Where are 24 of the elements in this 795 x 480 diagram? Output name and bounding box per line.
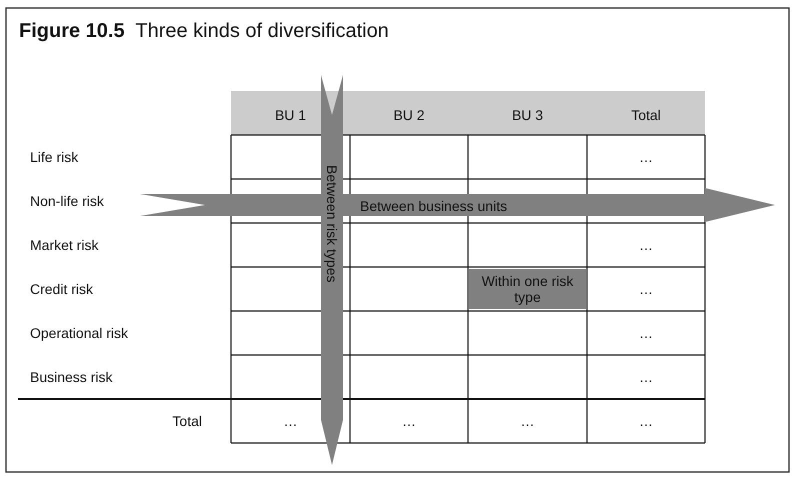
column-header: BU 1 — [274, 106, 308, 125]
column-header: Total — [630, 106, 662, 125]
table-cell-value: … — [282, 412, 298, 431]
table-cell-value: … — [638, 412, 654, 431]
highlighted-cell: Within one risk type — [469, 269, 586, 309]
table-cell-value: … — [520, 412, 536, 431]
column-header: BU 2 — [392, 106, 426, 125]
table-cell-value: … — [638, 280, 654, 299]
column-header: BU 3 — [510, 106, 544, 125]
table-cell-value: … — [638, 148, 654, 167]
table-cell-value: … — [638, 368, 654, 387]
row-label: Credit risk — [30, 280, 94, 299]
row-label: Total — [171, 412, 202, 431]
row-label: Operational risk — [30, 324, 130, 343]
row-label: Non-life risk — [30, 192, 105, 211]
table-cell-value: … — [638, 236, 654, 255]
table-cell-value: … — [401, 412, 417, 431]
table-cell-value: … — [638, 324, 654, 343]
arrow-label: Between business units — [360, 196, 508, 216]
row-label: Market risk — [30, 236, 100, 255]
figure-title: Figure 10.5 Three kinds of diversification — [19, 20, 389, 43]
row-label: Business risk — [30, 368, 114, 387]
row-label: Life risk — [30, 148, 80, 167]
arrow-label: Between risk types — [323, 165, 342, 284]
